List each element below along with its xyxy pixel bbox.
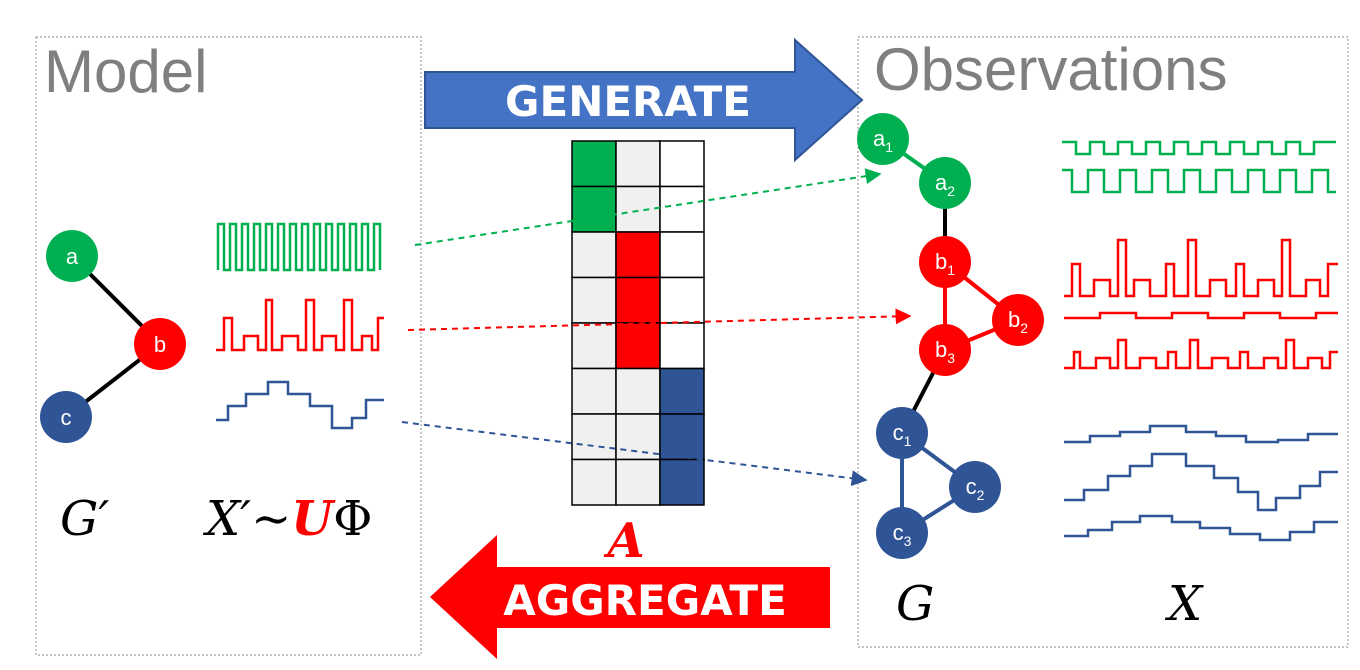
obs-node-c2: c2 (949, 461, 1001, 513)
obs-signal-blue-2 (1064, 452, 1338, 512)
matrix-cell-r1-c1 (571, 140, 617, 188)
red-mapping-arrow (407, 308, 912, 331)
svg-text:b1: b1 (935, 249, 955, 278)
matrix-cell-r2-c2 (615, 185, 661, 233)
green-mapping-arrow (414, 168, 882, 246)
matrix-label: A (603, 513, 644, 569)
observations-title: Observations (874, 36, 1228, 103)
blue-mapping-arrow (401, 421, 868, 487)
svg-text:c1: c1 (893, 420, 912, 449)
svg-text:c: c (61, 405, 72, 430)
matrix-cell-r6-c2 (615, 367, 661, 415)
svg-text:b2: b2 (1008, 307, 1028, 336)
matrix-cell-r8-c3 (659, 458, 705, 506)
observations-panel (857, 36, 1349, 648)
assignment-matrix (571, 140, 705, 506)
obs-signal-green-1 (1062, 140, 1336, 156)
matrix-cell-r6-c3 (659, 367, 705, 415)
matrix-cell-r2-c3 (659, 185, 705, 233)
matrix-cell-r4-c1 (571, 276, 617, 324)
matrix-cell-r7-c3 (659, 413, 705, 461)
matrix-cell-r8-c2 (615, 458, 661, 506)
obs-signal-blue-1 (1064, 424, 1338, 444)
matrix-cell-r3-c2 (615, 231, 661, 279)
matrix-cell-r4-c3 (659, 276, 705, 324)
model-signal-green (216, 222, 382, 272)
generate-label: GENERATE (505, 77, 751, 126)
svg-text:a: a (66, 244, 79, 269)
model-node-b: b (134, 318, 186, 370)
obs-node-c3: c3 (876, 507, 928, 559)
model-panel (35, 36, 422, 656)
matrix-cell-r3-c1 (571, 231, 617, 279)
matrix-cell-r4-c2 (615, 276, 661, 324)
obs-signal-blue-3 (1064, 514, 1338, 542)
obs-node-a1: a1 (857, 113, 909, 165)
svg-text:a2: a2 (935, 170, 955, 199)
matrix-cell-r5-c2 (615, 322, 661, 370)
matrix-cell-r5-c3 (659, 322, 705, 370)
matrix-cell-r1-c3 (659, 140, 705, 188)
svg-text:c2: c2 (966, 474, 985, 503)
obs-graph-symbol: G (896, 576, 934, 632)
obs-node-b2: b2 (992, 294, 1044, 346)
model-node-c: c (40, 391, 92, 443)
generate-arrow (424, 37, 864, 163)
model-graph-symbol: G′ (60, 491, 109, 547)
obs-signal-red-1 (1064, 238, 1338, 298)
model-signal-symbol: X′∼UΦ (202, 491, 373, 547)
svg-text:b3: b3 (935, 337, 955, 366)
aggregate-label: AGGREGATE (503, 576, 787, 625)
svg-text:b: b (154, 332, 166, 357)
matrix-cell-r8-c1 (571, 458, 617, 506)
model-title: Model (44, 38, 207, 105)
obs-node-b1: b1 (919, 236, 971, 288)
model-signal-red (216, 298, 384, 352)
obs-signal-red-2 (1064, 311, 1338, 320)
aggregate-arrow (430, 535, 830, 659)
matrix-cell-r1-c2 (615, 140, 661, 188)
observation-signals (1062, 140, 1338, 542)
model-node-a: a (46, 230, 98, 282)
obs-node-a2: a2 (919, 157, 971, 209)
matrix-cell-r3-c3 (659, 231, 705, 279)
obs-node-b3: b3 (919, 324, 971, 376)
svg-text:a1: a1 (873, 126, 893, 155)
obs-signal-green-2 (1062, 168, 1336, 194)
matrix-cell-r5-c1 (571, 322, 617, 370)
svg-text:c3: c3 (893, 520, 912, 549)
obs-node-c1: c1 (876, 407, 928, 459)
matrix-cell-r7-c1 (571, 413, 617, 461)
obs-signal-red-3 (1064, 338, 1338, 370)
model-signal-blue (216, 380, 384, 430)
matrix-cell-r6-c1 (571, 367, 617, 415)
obs-signal-symbol: X (1164, 576, 1204, 632)
matrix-cell-r2-c1 (571, 185, 617, 233)
